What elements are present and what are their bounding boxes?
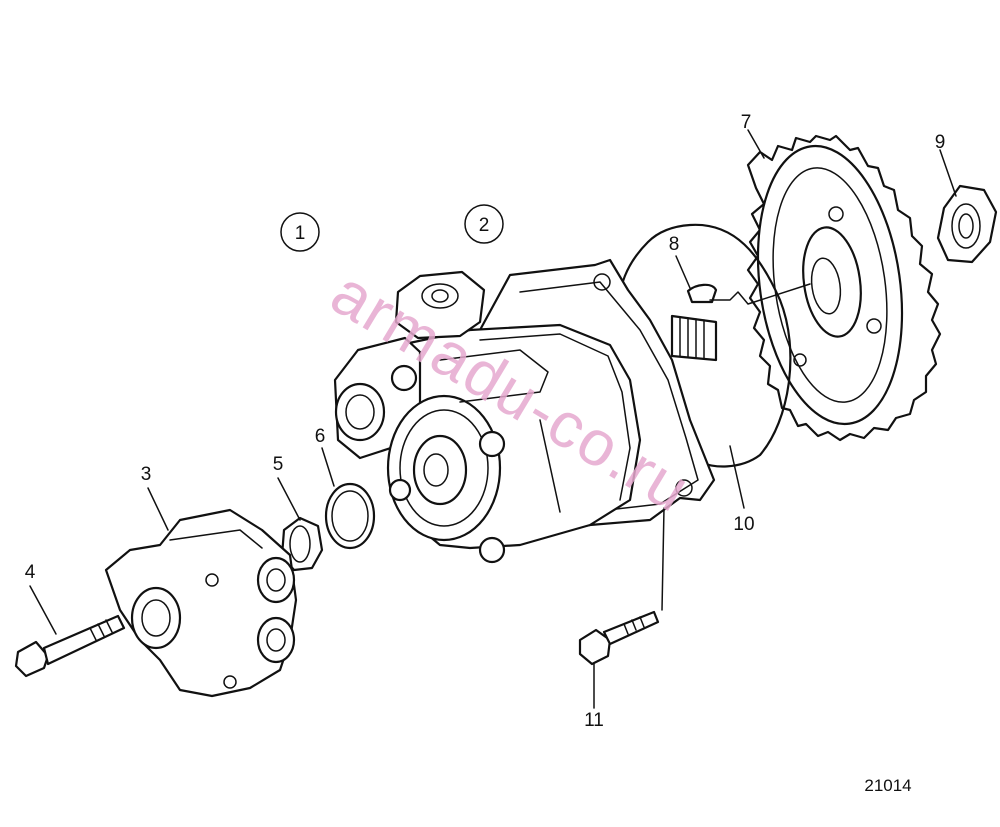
group-marker-1: 1 [280,212,320,252]
group-label-2: 2 [479,215,490,236]
callout-4: 4 [25,562,36,583]
callout-3: 3 [141,464,152,485]
bolt-part-11 [578,610,660,666]
callout-9: 9 [935,132,946,153]
callout-11: 11 [584,710,604,731]
callout-10: 10 [733,514,754,535]
pump-body-part-2 [333,258,718,564]
callout-5: 5 [273,454,284,475]
gear-part-7 [746,134,942,442]
bolt-part-4 [14,614,126,678]
callout-6: 6 [315,426,326,447]
shaft-leader [709,283,811,305]
callout-7: 7 [741,112,752,133]
callout-8: 8 [669,234,680,255]
group-label-1: 1 [295,223,306,244]
nut-part-9 [936,184,998,264]
o-ring-part-6 [324,482,376,550]
leader-lines [29,129,957,709]
pump-cover-part-3 [104,508,298,698]
group-marker-2: 2 [464,204,504,244]
drawing-code: 21014 [864,776,911,795]
